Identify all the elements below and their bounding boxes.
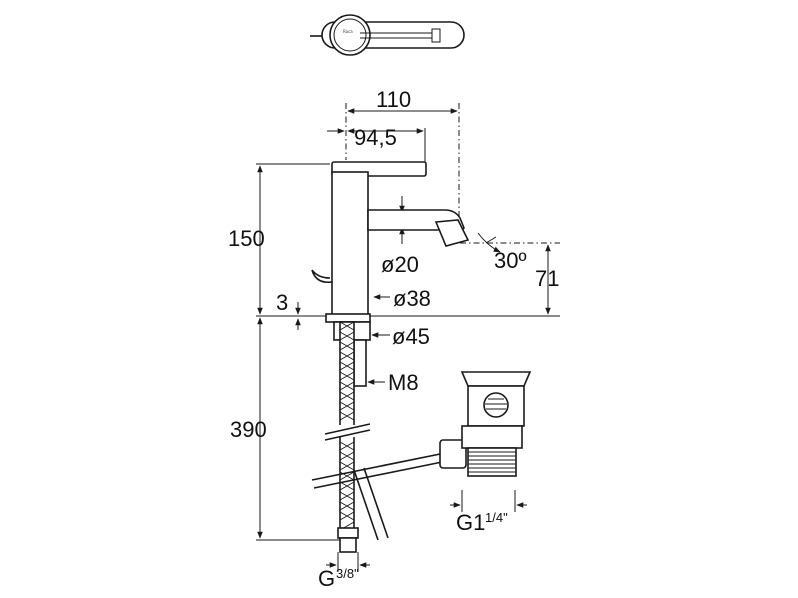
waste-rod-upper [311,451,451,481]
label-spout-height: 71 [535,266,559,291]
top-view: Roca [310,14,465,56]
break-line-lower [324,429,371,441]
extension-lines [256,103,560,541]
mixer-body [331,171,369,317]
fixing-stud [353,339,367,387]
label-lever-reach: 94,5 [354,125,397,150]
label-hose-length: 390 [230,417,267,442]
waste-nut [461,425,523,449]
label-body-diameter: ø38 [393,286,431,311]
label-mixer-height: 150 [228,226,265,251]
label-base-thickness: 3 [276,290,288,315]
waste-ball-joint [439,439,467,469]
base-plate [325,313,371,323]
waste-thread [467,447,517,477]
waste-linkage [353,469,379,541]
hose-connector [337,527,359,539]
label-waste-thread: G1 [456,510,485,535]
label-hose-thread-fraction: 3/8" [336,566,359,581]
label-base-diameter: ø45 [392,324,430,349]
waste-plug-screw [483,392,509,418]
label-spray-angle: 30º [494,248,527,273]
label-stud-thread: M8 [388,370,419,395]
hose-nut [339,537,357,553]
spray-head [434,219,470,247]
top-view-body-inner [333,18,367,52]
pop-up-waste [311,371,532,541]
label-spout-reach: 110 [376,87,411,112]
top-view-body-circle [329,14,371,56]
label-spout-diameter: ø20 [381,252,419,277]
dimension-lines [257,108,551,572]
waste-flange [460,371,532,387]
label-hose-thread: G [318,566,335,591]
pop-up-rod [311,269,333,284]
dimension-labels: 110 94,5 150 71 30º ø20 ø38 ø45 3 390 M8… [228,87,559,591]
waste-rod-lower [313,459,453,489]
logo: Roca [343,29,353,34]
break-line-upper [324,423,371,435]
top-view-aerator [431,28,441,43]
label-waste-thread-fraction: 1/4" [485,510,508,525]
flexible-hose [322,321,372,553]
